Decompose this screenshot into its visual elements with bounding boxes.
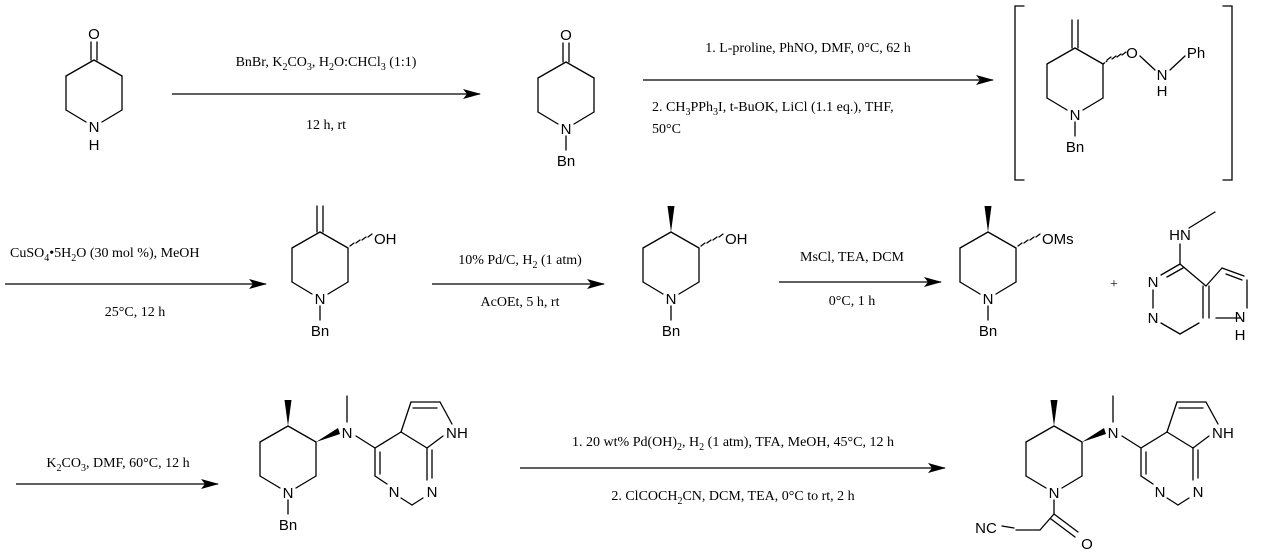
step7-conditions-line2: 2. ClCOCH2CN, DCM, TEA, 0°C to rt, 2 h bbox=[611, 489, 854, 507]
atom-n-methyl: N bbox=[342, 425, 353, 442]
atom-bn: Bn bbox=[311, 323, 329, 340]
step4-conditions-below: AcOEt, 5 h, rt bbox=[481, 295, 560, 310]
atom-n: N bbox=[1193, 484, 1204, 501]
atom-h: H bbox=[1223, 425, 1234, 442]
atom-n: N bbox=[389, 484, 400, 501]
arrow-step4: 10% Pd/C, H2 (1 atm) AcOEt, 5 h, rt bbox=[432, 253, 605, 310]
atom-bn: Bn bbox=[557, 153, 575, 170]
arrow-step5: MsCl, TEA, DCM 0°C, 1 h bbox=[779, 250, 942, 309]
left-bracket bbox=[1014, 5, 1025, 181]
step2-conditions-line1: 1. L-proline, PhNO, DMF, 0°C, 62 h bbox=[705, 41, 911, 56]
step3-conditions-above: CuSO4•5H2O (30 mol %), MeOH bbox=[10, 246, 200, 264]
arrow-step7: 1. 20 wt% Pd(OH)2, H2 (1 atm), TFA, MeOH… bbox=[520, 435, 946, 507]
atom-bn: Bn bbox=[979, 323, 997, 340]
atom-n: N bbox=[315, 291, 326, 308]
atom-n: N bbox=[561, 121, 572, 138]
step1-conditions-above: BnBr, K2CO3, H2O:CHCl3 (1:1) bbox=[236, 55, 417, 73]
atom-oh: OH bbox=[374, 231, 397, 248]
step1-conditions-below: 12 h, rt bbox=[306, 118, 346, 133]
atom-nc: NC bbox=[975, 520, 997, 537]
step3-conditions-below: 25°C, 12 h bbox=[105, 305, 165, 320]
atom-n-pyrrole: N bbox=[1212, 425, 1223, 442]
arrow-step3: CuSO4•5H2O (30 mol %), MeOH 25°C, 12 h bbox=[5, 246, 267, 320]
compound-pyrrolopyrimidine: HN N N N H bbox=[1148, 211, 1248, 344]
atom-n: N bbox=[666, 291, 677, 308]
step5-conditions-below: 0°C, 1 h bbox=[829, 294, 875, 309]
atom-o: O bbox=[560, 27, 572, 44]
arrow-step2: 1. L-proline, PhNO, DMF, 0°C, 62 h 2. CH… bbox=[643, 41, 994, 137]
atom-o: O bbox=[1126, 45, 1138, 62]
atom-hn: HN bbox=[1169, 227, 1191, 244]
right-bracket bbox=[1222, 5, 1233, 181]
compound-allylic-alcohol: OH N Bn bbox=[291, 205, 397, 340]
atom-n: N bbox=[89, 119, 100, 136]
atom-ph: Ph bbox=[1187, 45, 1205, 62]
atom-n-methyl: N bbox=[1108, 425, 1119, 442]
atom-bn: Bn bbox=[1066, 139, 1084, 156]
atom-n: N bbox=[427, 484, 438, 501]
atom-o: O bbox=[1081, 536, 1093, 553]
step5-conditions-above: MsCl, TEA, DCM bbox=[800, 250, 905, 265]
arrow-step1: BnBr, K2CO3, H2O:CHCl3 (1:1) 12 h, rt bbox=[172, 55, 481, 133]
atom-n: N bbox=[1235, 309, 1246, 326]
plus-sign: + bbox=[1110, 277, 1118, 292]
step4-conditions-above: 10% Pd/C, H2 (1 atm) bbox=[458, 253, 582, 271]
atom-h: H bbox=[1235, 327, 1246, 344]
compound-benzyl-coupled: N N N N H N Bn bbox=[259, 395, 468, 534]
atom-h: H bbox=[457, 425, 468, 442]
step2-conditions-line2: 2. CH3PPh3I, t-BuOK, LiCl (1.1 eq.), THF… bbox=[652, 100, 894, 118]
atom-n: N bbox=[983, 291, 994, 308]
atom-bn: Bn bbox=[662, 323, 680, 340]
compound-benzylpiperidinone: O N Bn bbox=[537, 27, 595, 170]
atom-n-pyrrole: N bbox=[446, 425, 457, 442]
arrow-step6: K2CO3, DMF, 60°C, 12 h bbox=[16, 456, 219, 489]
atom-n: N bbox=[1148, 310, 1159, 327]
atom-h: H bbox=[89, 137, 100, 154]
atom-h: H bbox=[1157, 83, 1168, 100]
atom-bn: Bn bbox=[279, 517, 297, 534]
compound-bracketed-intermediate: O N H Ph N Bn bbox=[1014, 5, 1233, 181]
atom-oms: OMs bbox=[1042, 231, 1074, 248]
atom-n: N bbox=[1155, 484, 1166, 501]
atom-n: N bbox=[1148, 274, 1159, 291]
atom-n: N bbox=[283, 485, 294, 502]
step6-conditions-above: K2CO3, DMF, 60°C, 12 h bbox=[46, 456, 189, 474]
atom-n: N bbox=[1049, 485, 1060, 502]
atom-n-ring: N bbox=[1070, 107, 1081, 124]
atom-oh: OH bbox=[725, 231, 748, 248]
atom-n: N bbox=[1157, 67, 1168, 84]
compound-mesylate: OMs N Bn bbox=[959, 206, 1074, 340]
step2-conditions-line3: 50°C bbox=[652, 122, 681, 137]
compound-final-product: N N N N H N O NC bbox=[975, 395, 1234, 553]
compound-piperidinone: O N H bbox=[65, 26, 123, 154]
compound-methyl-alcohol: OH N Bn bbox=[642, 206, 748, 340]
step7-conditions-line1: 1. 20 wt% Pd(OH)2, H2 (1 atm), TFA, MeOH… bbox=[572, 435, 894, 453]
atom-o: O bbox=[88, 26, 100, 43]
